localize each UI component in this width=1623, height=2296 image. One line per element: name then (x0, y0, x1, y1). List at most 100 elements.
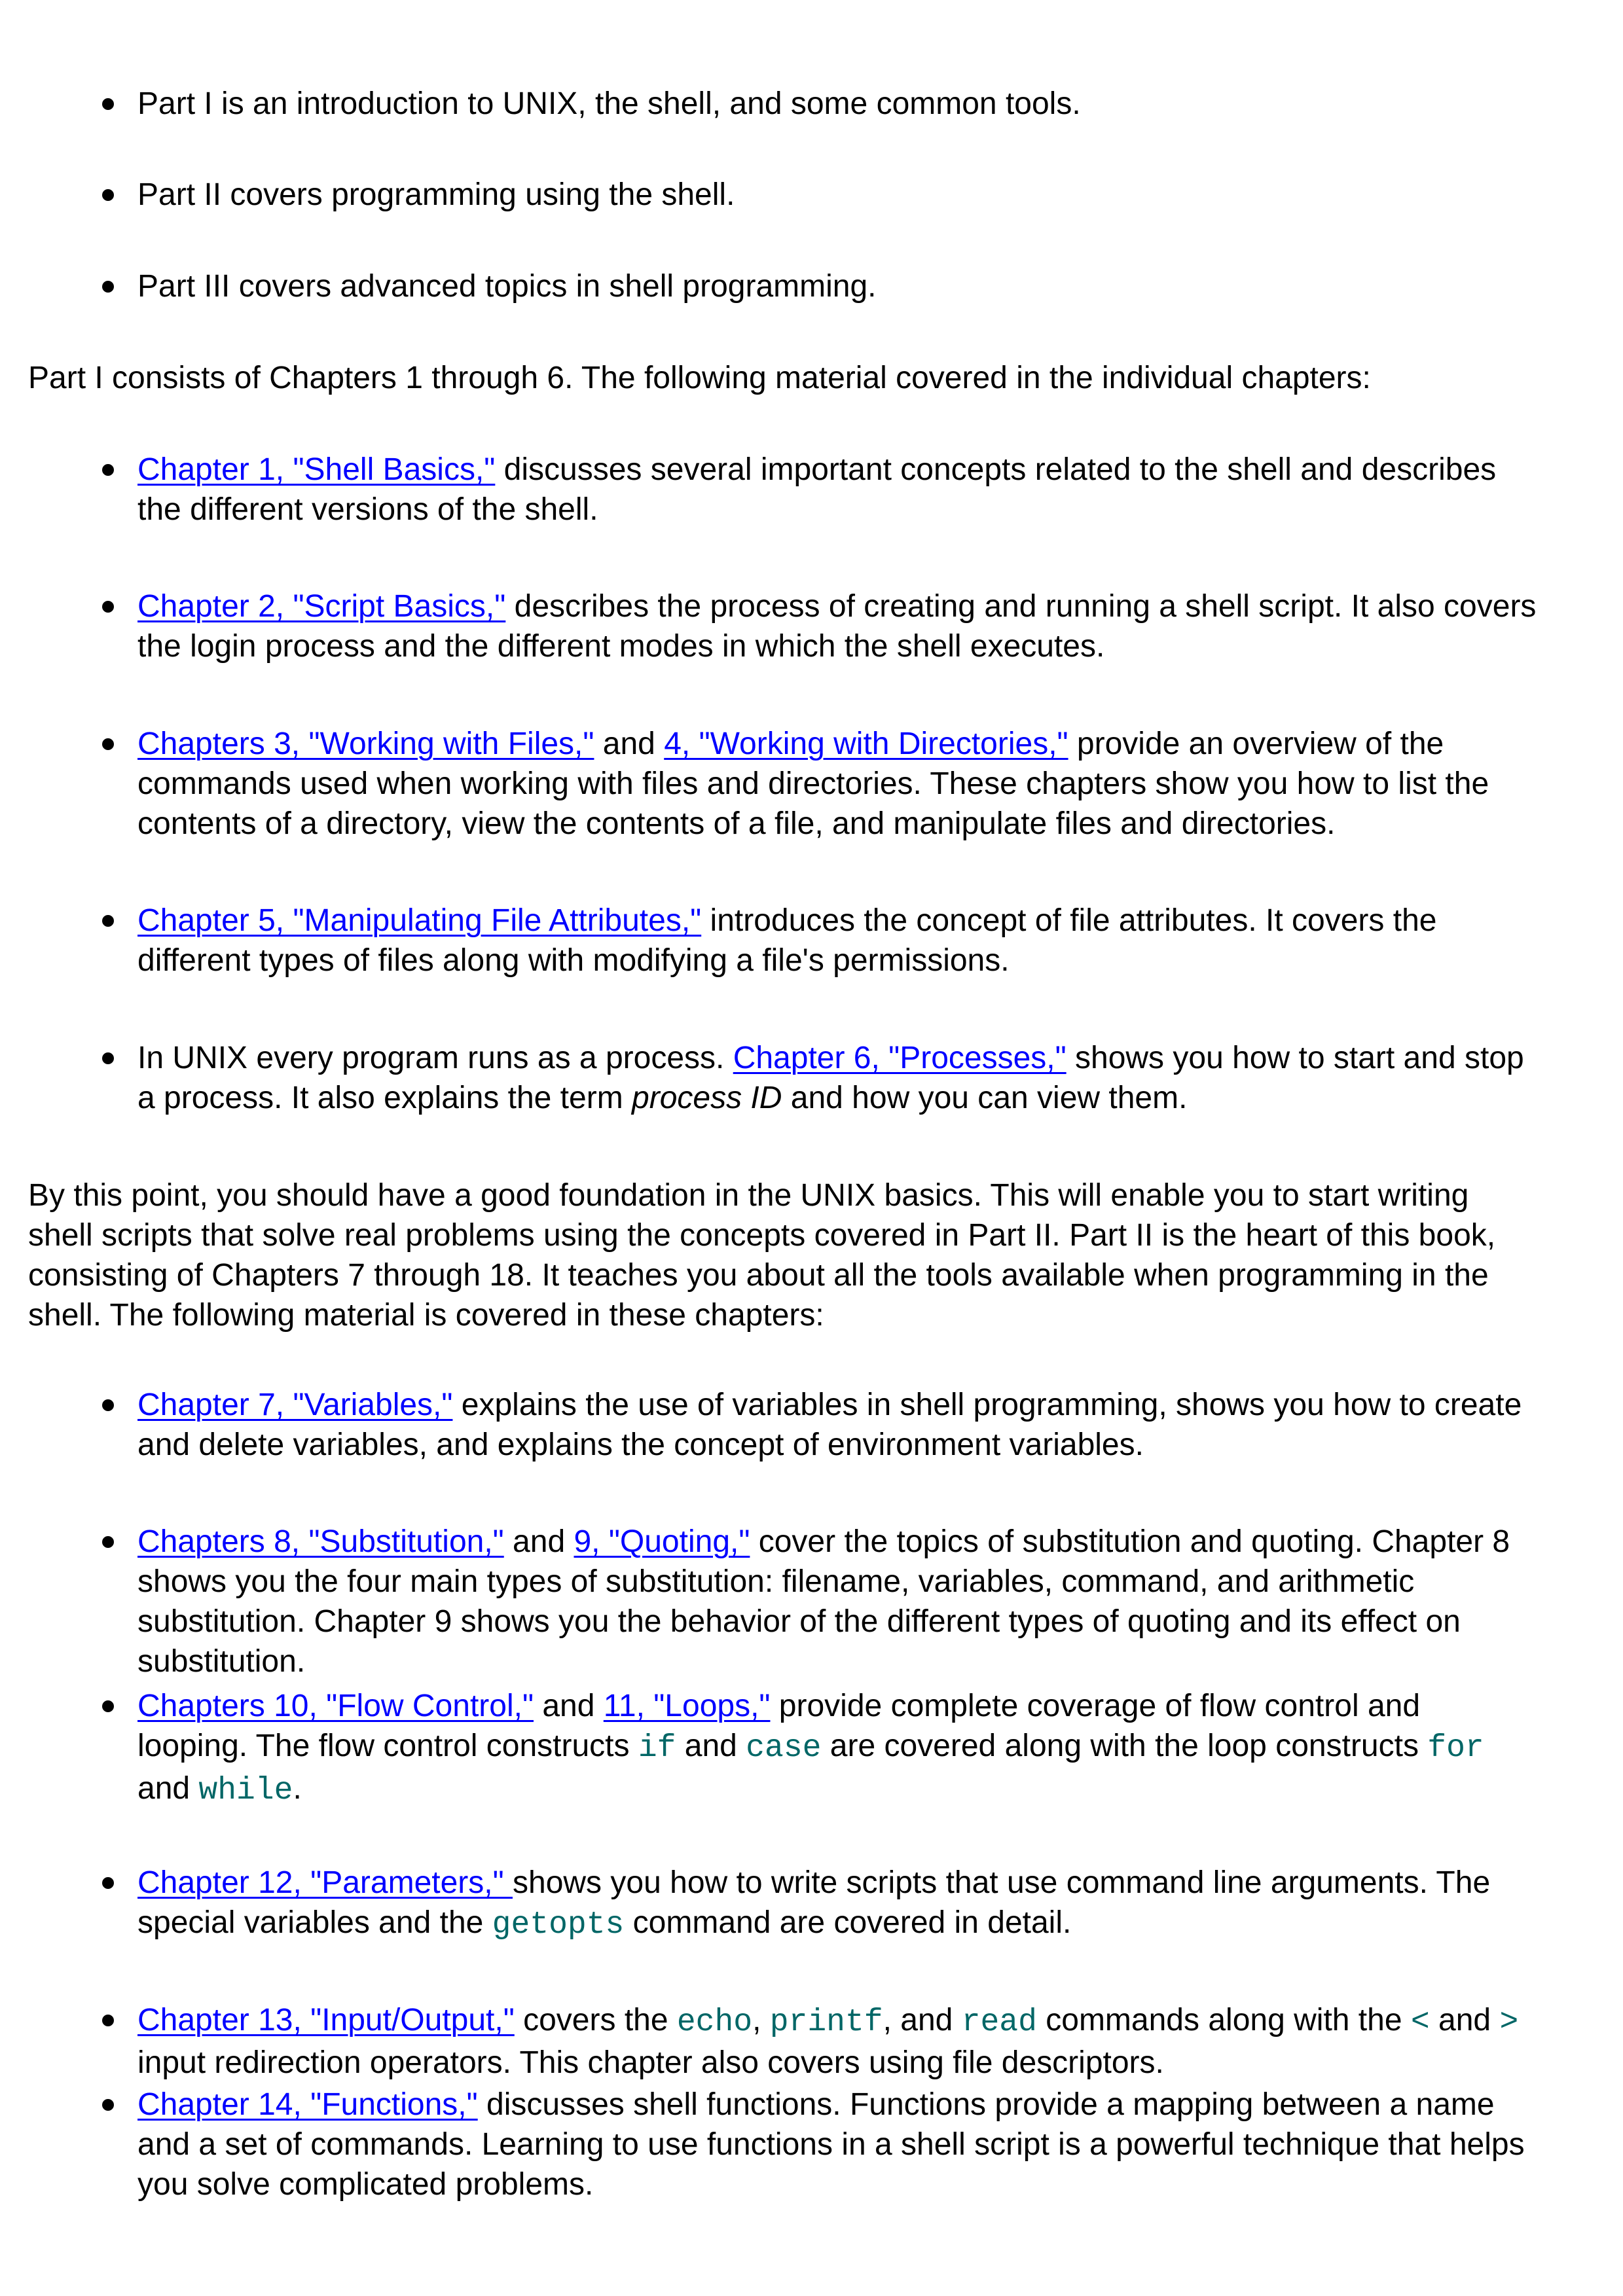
code-keyword: > (1499, 2005, 1519, 2040)
text-run: shows you how to write scripts that use … (513, 1865, 1491, 1900)
bullet-list-item: Chapter 5, "Manipulating File Attributes… (102, 901, 1437, 980)
text-run: shell scripts that solve real problems u… (28, 1218, 1496, 1253)
text-run: are covered along with the loop construc… (821, 1729, 1428, 1763)
chapter-link[interactable]: Chapters 8, "Substitution," (137, 1524, 504, 1559)
bullet-icon (102, 1536, 114, 1548)
code-keyword: case (746, 1731, 822, 1766)
bullet-list-item: Chapters 8, "Substitution," and 9, "Quot… (102, 1522, 1510, 1681)
text-run: and (594, 726, 665, 761)
code-keyword: printf (769, 2005, 883, 2040)
paragraph: By this point, you should have a good fo… (28, 1175, 1495, 1335)
bullet-icon (102, 2015, 114, 2026)
text-run: commands used when working with files an… (137, 766, 1489, 801)
text-run: describes the process of creating and ru… (505, 589, 1537, 624)
chapter-link[interactable]: Chapter 1, "Shell Basics," (137, 452, 496, 487)
bullet-icon (102, 2099, 114, 2111)
chapter-link[interactable]: Chapter 7, "Variables," (137, 1388, 453, 1422)
text-run: input redirection operators. This chapte… (137, 2045, 1164, 2080)
text-run: and a set of commands. Learning to use f… (137, 2127, 1525, 2162)
bullet-list-item: Part II covers programming using the she… (102, 175, 735, 215)
chapter-link[interactable]: Chapter 12, "Parameters," (137, 1865, 513, 1900)
text-run: and (534, 1689, 604, 1723)
text-run: By this point, you should have a good fo… (28, 1178, 1469, 1213)
text-run: looping. The flow control constructs (137, 1729, 638, 1763)
bullet-list-item: Chapters 10, "Flow Control," and 11, "Lo… (102, 1686, 1484, 1811)
bullet-icon (102, 1700, 114, 1712)
paragraph: Part I consists of Chapters 1 through 6.… (28, 358, 1371, 398)
bullet-list-item: Chapter 14, "Functions," discusses shell… (102, 2085, 1525, 2204)
text-run: and (137, 1771, 199, 1806)
text-run: discusses several important concepts rel… (495, 452, 1497, 487)
bullet-list-item: Chapter 1, "Shell Basics," discusses sev… (102, 450, 1497, 529)
bullet-list-item: In UNIX every program runs as a process.… (102, 1038, 1524, 1118)
text-run: the different versions of the shell. (137, 492, 598, 527)
code-keyword: echo (676, 2005, 753, 2040)
text-run: and delete variables, and explains the c… (137, 1427, 1144, 1462)
text-run: , and (883, 2003, 962, 2037)
chapter-link[interactable]: 4, "Working with Directories," (664, 726, 1068, 761)
text-run: . (293, 1771, 302, 1806)
text-run: shows you the four main types of substit… (137, 1564, 1415, 1599)
chapter-link[interactable]: Chapter 5, "Manipulating File Attributes… (137, 903, 702, 938)
text-run: consisting of Chapters 7 through 18. It … (28, 1258, 1489, 1293)
text-run: and (676, 1729, 746, 1763)
bullet-list-item: Chapters 3, "Working with Files," and 4,… (102, 724, 1489, 844)
chapter-link[interactable]: Chapter 13, "Input/Output," (137, 2003, 515, 2037)
emphasized-term: process ID (632, 1081, 782, 1115)
bullet-list-item: Chapter 12, "Parameters," shows you how … (102, 1863, 1491, 1945)
bullet-icon (102, 189, 114, 201)
chapter-link[interactable]: Chapter 6, "Processes," (733, 1041, 1067, 1075)
text-run: shows you how to start and stop (1066, 1041, 1524, 1075)
bullet-icon (102, 1877, 114, 1889)
text-run: and (1429, 2003, 1500, 2037)
text-run: different types of files along with modi… (137, 943, 1010, 978)
text-run: special variables and the (137, 1905, 492, 1940)
text-run: you solve complicated problems. (137, 2167, 594, 2202)
text-run: , (752, 2003, 770, 2037)
text-run: Part III covers advanced topics in shell… (137, 269, 877, 304)
text-run: discusses shell functions. Functions pro… (477, 2087, 1495, 2122)
bullet-icon (102, 915, 114, 927)
text-run: Part I consists of Chapters 1 through 6.… (28, 361, 1371, 395)
text-run: and (503, 1524, 574, 1559)
text-run: Part II covers programming using the she… (137, 177, 735, 212)
bullet-list-item: Chapter 2, "Script Basics," describes th… (102, 586, 1537, 666)
code-keyword: read (961, 2005, 1037, 2040)
text-run: In UNIX every program runs as a process. (137, 1041, 733, 1075)
chapter-link[interactable]: Chapters 10, "Flow Control," (137, 1689, 534, 1723)
text-run: substitution. (137, 1644, 306, 1679)
text-run: contents of a directory, view the conten… (137, 806, 1336, 841)
chapter-link[interactable]: 11, "Loops," (603, 1689, 771, 1723)
text-run: and how you can view them. (782, 1081, 1188, 1115)
bullet-icon (102, 1052, 114, 1064)
text-run: covers the (514, 2003, 677, 2037)
bullet-icon (102, 98, 114, 110)
text-run: explains the use of variables in shell p… (452, 1388, 1522, 1422)
code-keyword: getopts (492, 1907, 625, 1943)
text-run: Part I is an introduction to UNIX, the s… (137, 86, 1081, 121)
text-run: introduces the concept of file attribute… (701, 903, 1437, 938)
bullet-icon (102, 601, 114, 613)
bullet-list-item: Chapter 13, "Input/Output," covers the e… (102, 2000, 1519, 2083)
bullet-icon (102, 281, 114, 293)
chapter-link[interactable]: 9, "Quoting," (574, 1524, 750, 1559)
bullet-list-item: Part III covers advanced topics in shell… (102, 266, 877, 306)
text-run: the login process and the different mode… (137, 629, 1105, 664)
bullet-list-item: Chapter 7, "Variables," explains the use… (102, 1385, 1522, 1465)
text-run: shell. The following material is covered… (28, 1298, 824, 1333)
text-run: a process. It also explains the term (137, 1081, 632, 1115)
text-run: command are covered in detail. (624, 1905, 1072, 1940)
text-run: cover the topics of substitution and quo… (750, 1524, 1510, 1559)
code-keyword: < (1410, 2005, 1430, 2040)
chapter-link[interactable]: Chapter 14, "Functions," (137, 2087, 478, 2122)
code-keyword: while (198, 1773, 293, 1808)
text-run: provide complete coverage of flow contro… (770, 1689, 1421, 1723)
bullet-icon (102, 738, 114, 750)
bullet-icon (102, 464, 114, 476)
bullet-icon (102, 1399, 114, 1411)
chapter-link[interactable]: Chapters 3, "Working with Files," (137, 726, 594, 761)
text-run: provide an overview of the (1068, 726, 1444, 761)
chapter-link[interactable]: Chapter 2, "Script Basics," (137, 589, 506, 624)
bullet-list-item: Part I is an introduction to UNIX, the s… (102, 84, 1081, 124)
text-run: substitution. Chapter 9 shows you the be… (137, 1604, 1461, 1639)
